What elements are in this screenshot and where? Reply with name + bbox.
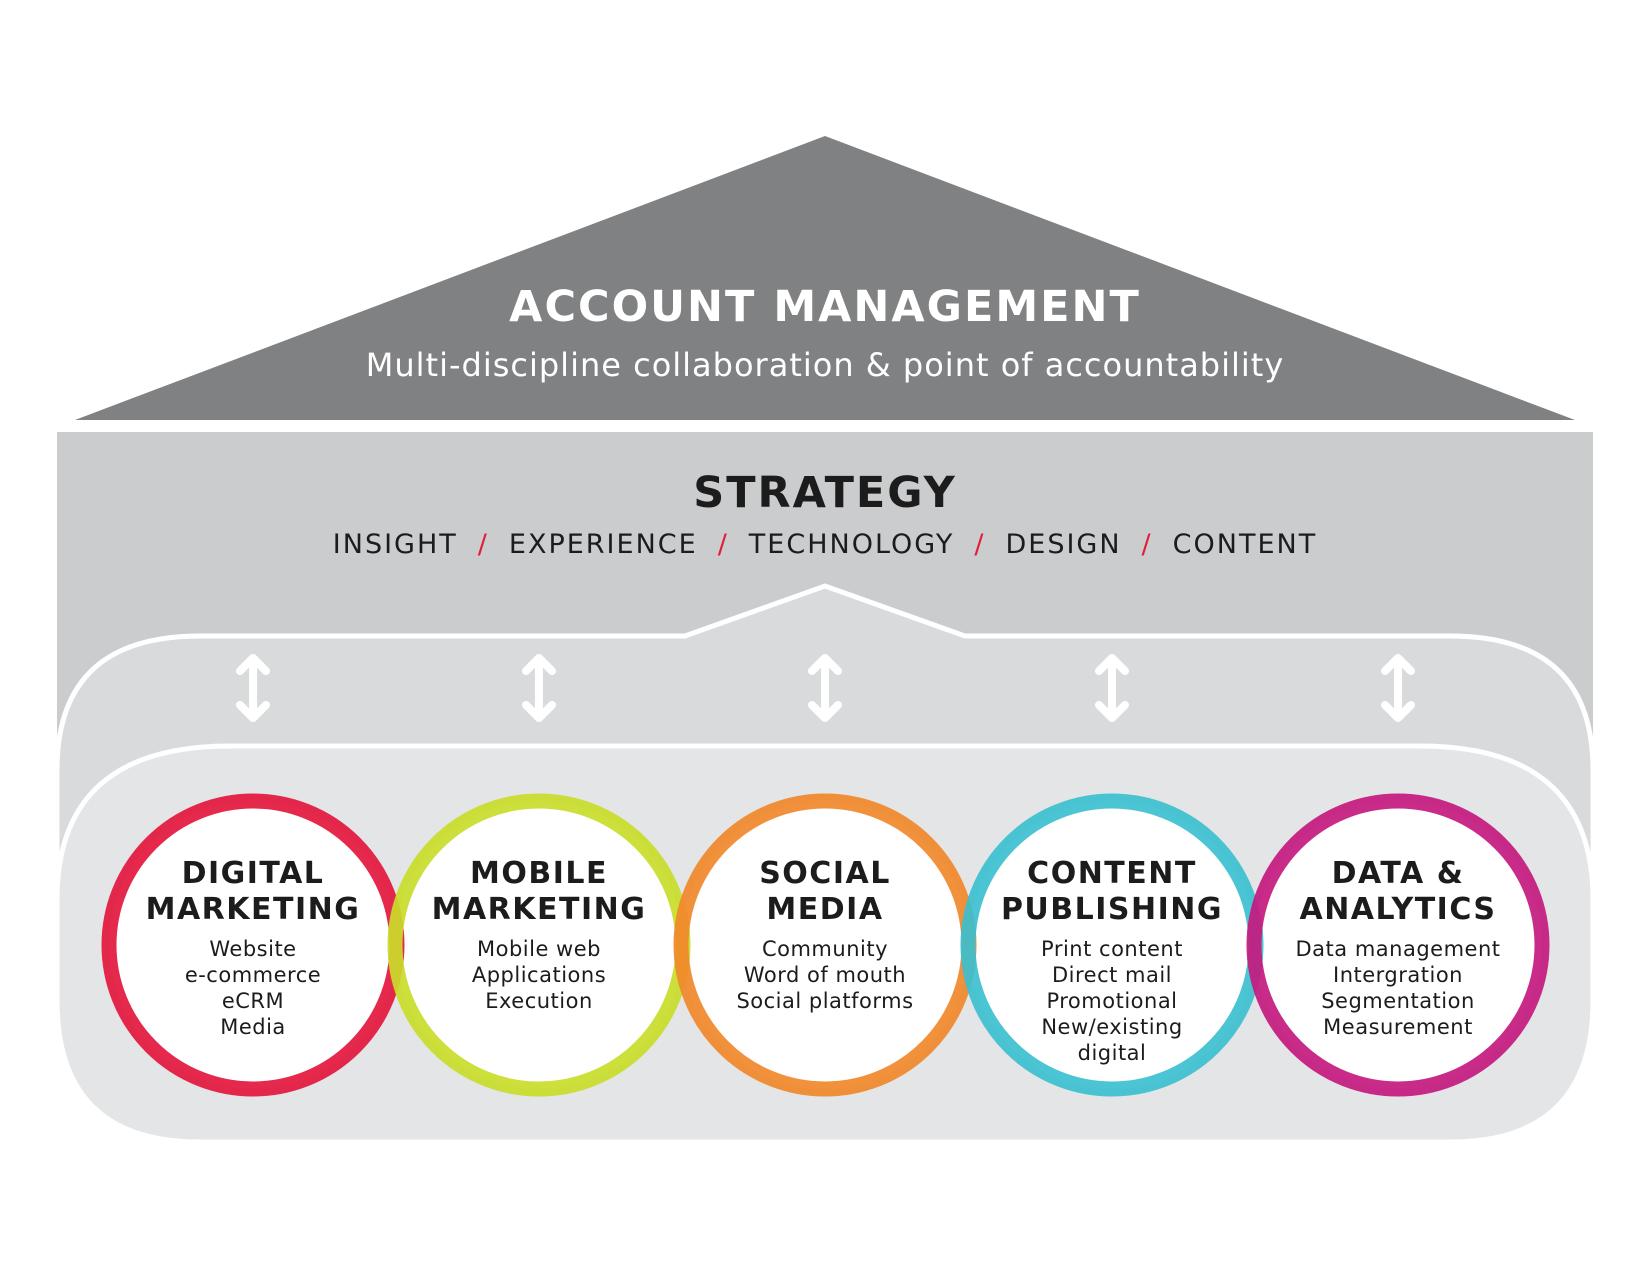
pillar-separator: / <box>974 529 986 560</box>
account-management-title: ACCOUNT MANAGEMENT <box>509 282 1141 332</box>
discipline-ring-fill <box>109 801 397 1089</box>
double-arrow-icon <box>808 654 842 722</box>
double-arrow-icon <box>1095 654 1129 722</box>
discipline-ring-fill <box>1254 801 1542 1089</box>
double-arrow-icon <box>522 654 556 722</box>
pillar-insight: INSIGHT <box>332 529 458 560</box>
discipline-ring-fill <box>681 801 969 1089</box>
strategy-pillars: INSIGHT / EXPERIENCE / TECHNOLOGY / DESIGN / CON… <box>0 529 1650 560</box>
strategy-title: STRATEGY <box>693 468 957 518</box>
pillar-design: DESIGN <box>1005 529 1122 560</box>
double-arrow-icon <box>1381 654 1415 722</box>
pillar-content: CONTENT <box>1172 529 1318 560</box>
pillar-separator: / <box>477 529 489 560</box>
discipline-ring-fill <box>395 801 683 1089</box>
discipline-title: DATA &ANALYTICS <box>1299 856 1497 927</box>
account-management-subtitle: Multi-discipline collaboration & point o… <box>365 346 1285 384</box>
pillar-technology: TECHNOLOGY <box>748 529 955 560</box>
pillar-separator: / <box>717 529 729 560</box>
pillar-separator: / <box>1141 529 1153 560</box>
double-arrow-icon <box>236 654 270 722</box>
pillar-experience: EXPERIENCE <box>508 529 698 560</box>
account-management-roof <box>75 136 1575 420</box>
discipline-ring-fill <box>968 801 1256 1089</box>
discipline-ring <box>1246 793 1550 1097</box>
